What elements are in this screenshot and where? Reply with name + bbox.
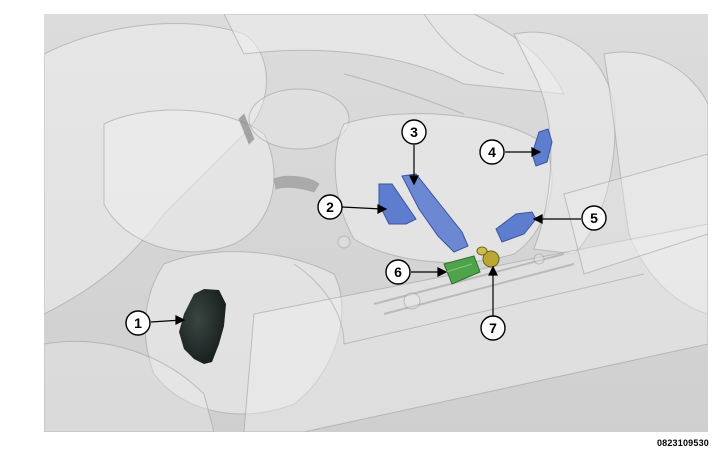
callout-6: 6 <box>385 259 411 285</box>
diagram-frame: 1 2 3 4 5 6 7 <box>44 14 708 432</box>
callout-5: 5 <box>581 205 607 231</box>
vehicle-cutaway-illustration: 1 2 3 4 5 6 7 <box>44 14 708 432</box>
svg-text:5: 5 <box>590 210 598 226</box>
black-module <box>179 289 226 364</box>
svg-text:4: 4 <box>488 144 496 160</box>
blue-sensor-left-rear <box>401 173 469 253</box>
svg-text:2: 2 <box>326 199 334 215</box>
green-module <box>443 255 481 285</box>
svg-text:3: 3 <box>410 124 418 140</box>
callout-leaders <box>150 145 581 325</box>
svg-text:7: 7 <box>489 320 497 336</box>
blue-sensor-left-front <box>378 183 417 225</box>
callout-3: 3 <box>401 119 427 145</box>
svg-text:1: 1 <box>134 315 142 331</box>
blue-sensors <box>378 128 553 253</box>
yellow-connector <box>476 246 500 268</box>
callout-4: 4 <box>479 139 505 165</box>
svg-text:6: 6 <box>394 264 402 280</box>
callout-2: 2 <box>317 194 343 220</box>
figure-id-label: 0823109530 <box>656 438 709 448</box>
callout-1: 1 <box>125 310 151 336</box>
callout-7: 7 <box>480 315 506 341</box>
ghost-vehicle-structure <box>44 14 708 432</box>
